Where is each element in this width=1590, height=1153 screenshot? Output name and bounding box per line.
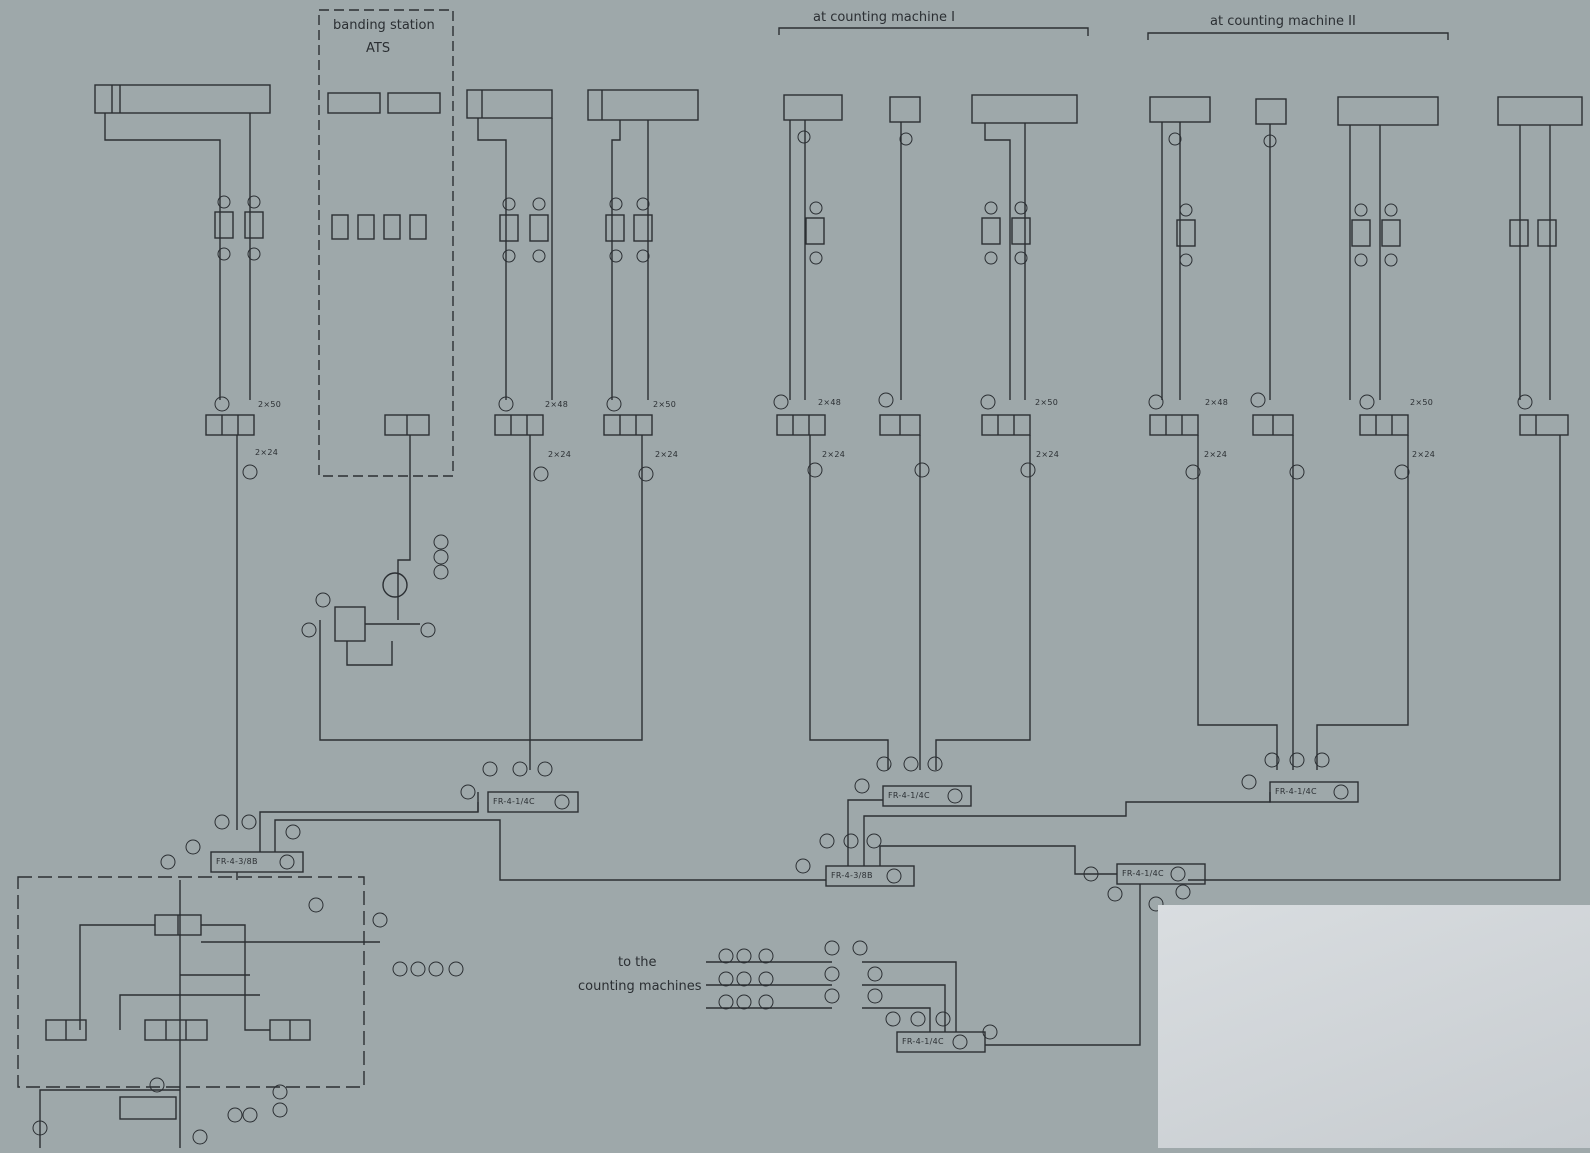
- counting-machines-label: counting machines: [578, 979, 702, 994]
- main-air-unit-box: [17, 876, 365, 1088]
- valve-tag-14: 2×24: [1412, 450, 1436, 459]
- cylinder-banding-b: [387, 92, 441, 114]
- frl-unit-5-label: FR-4-1/4C: [1275, 787, 1317, 796]
- cylinder-banding-a: [327, 92, 381, 114]
- frl-unit-6-label: FR-4-1/4C: [1122, 869, 1164, 878]
- valve-tag-8: 2×24: [255, 448, 279, 457]
- counting-machine-2-label: at counting machine II: [1210, 14, 1356, 29]
- valve-tag-11: 2×24: [822, 450, 846, 459]
- valve-tag-9: 2×24: [548, 450, 572, 459]
- cylinder-2: [466, 89, 553, 119]
- cylinder-6: [971, 94, 1078, 124]
- frl-unit-3: [882, 785, 972, 807]
- cylinder-8: [1255, 98, 1287, 125]
- frl-unit-7: [896, 1031, 986, 1053]
- cylinder-7: [1149, 96, 1211, 123]
- valve-tag-2: 2×48: [545, 400, 569, 409]
- overlapping-paper-sheet: [1158, 905, 1590, 1148]
- frl-unit-1: [487, 791, 579, 813]
- frl-unit-4: [825, 865, 915, 887]
- cylinder-4: [783, 94, 843, 121]
- valve-tag-13: 2×24: [1204, 450, 1228, 459]
- cylinder-9: [1337, 96, 1439, 126]
- banding-station-label: banding station: [333, 18, 435, 33]
- valve-tag-3: 2×50: [653, 400, 677, 409]
- counting-machine-1-label: at counting machine I: [813, 10, 955, 25]
- valve-tag-6: 2×48: [1205, 398, 1229, 407]
- frl-unit-4-label: FR-4-3/8B: [831, 871, 873, 880]
- frl-unit-3-label: FR-4-1/4C: [888, 791, 930, 800]
- ats-label: ATS: [366, 41, 391, 56]
- frl-unit-1-label: FR-4-1/4C: [493, 797, 535, 806]
- frl-unit-2: [210, 851, 304, 873]
- banding-station-box: [318, 9, 454, 477]
- pressure-regulator: [334, 606, 366, 642]
- valve-tag-12: 2×24: [1036, 450, 1060, 459]
- valve-tag-7: 2×50: [1410, 398, 1434, 407]
- to-the-label: to the: [618, 955, 657, 970]
- valve-tag-1: 2×50: [258, 400, 282, 409]
- frl-unit-2-label: FR-4-3/8B: [216, 857, 258, 866]
- cylinder-3: [587, 89, 699, 121]
- valve-tag-4: 2×48: [818, 398, 842, 407]
- valve-tag-5: 2×50: [1035, 398, 1059, 407]
- cylinder-1: [94, 84, 271, 114]
- frl-unit-7-label: FR-4-1/4C: [902, 1037, 944, 1046]
- cylinder-5: [889, 96, 921, 123]
- cylinder-10: [1497, 96, 1583, 126]
- valve-tag-10: 2×24: [655, 450, 679, 459]
